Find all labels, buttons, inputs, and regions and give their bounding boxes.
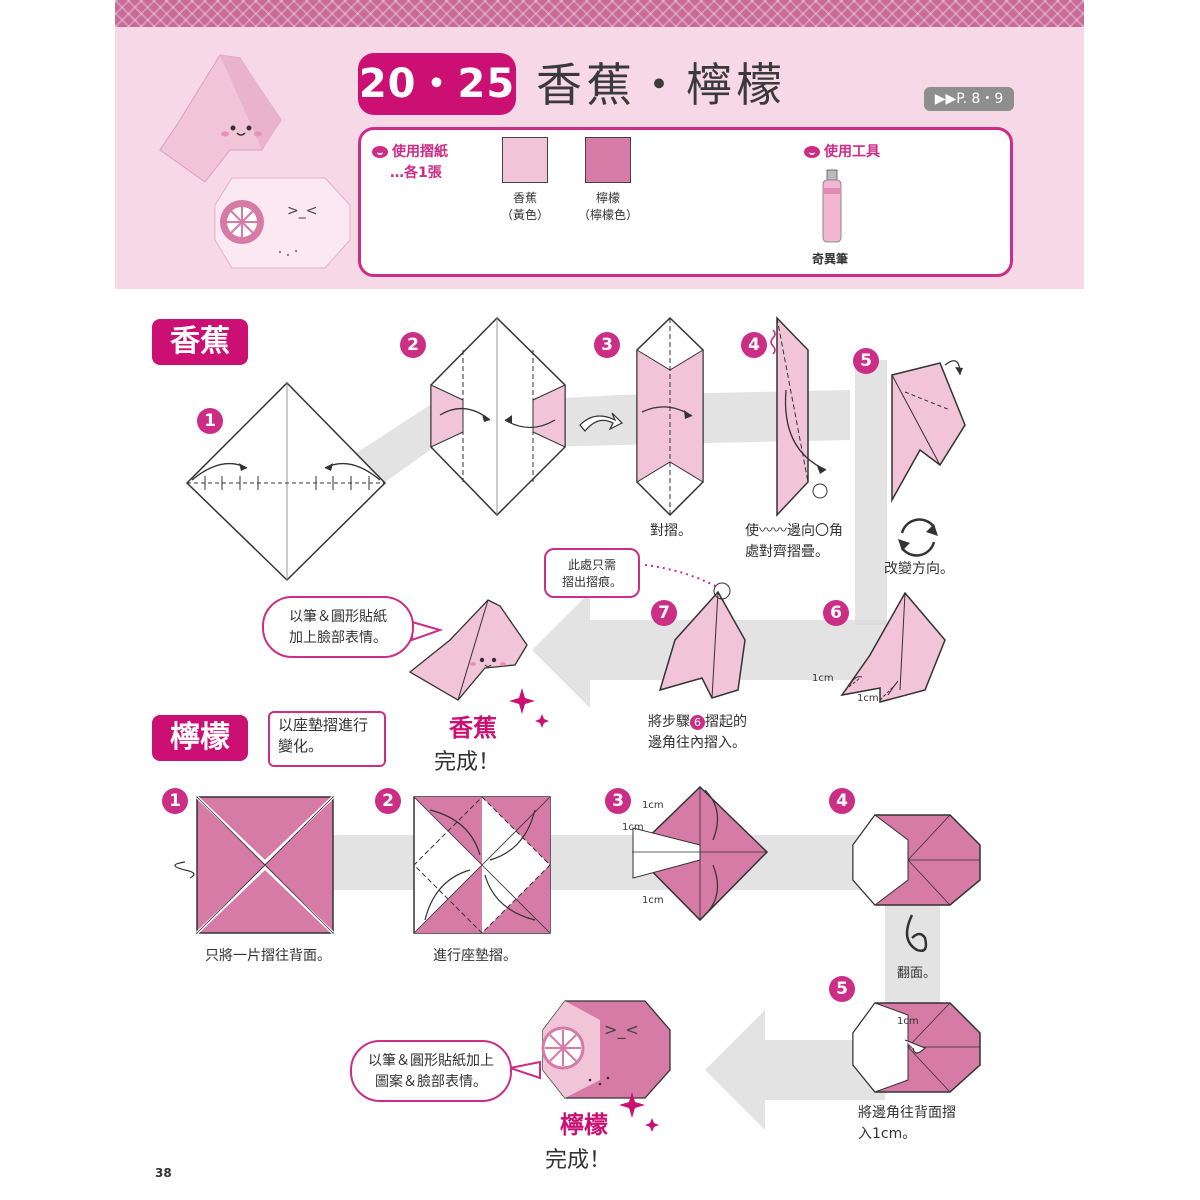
lemon-step4-diagram [852, 814, 981, 906]
lemon-step-2: 2 [375, 788, 401, 814]
chapter-number-badge: 20・25 [358, 53, 516, 115]
lemon-measure-3c: 1cm [642, 895, 664, 906]
sparkle-icon [619, 1092, 659, 1132]
banana-step5-caption: 改變方向。 [884, 561, 954, 577]
banana-step4-diagram [770, 316, 828, 517]
lemon-finished-illustration [541, 1000, 671, 1099]
tools-label: 使用工具 [804, 141, 880, 161]
page-reference-tag: ▶▶P. 8・9 [924, 87, 1014, 111]
lemon-step-5: 5 [829, 976, 855, 1002]
banana-step3-diagram [636, 316, 704, 517]
lemon-step1-caption: 只將一片摺往背面。 [205, 948, 331, 964]
face-dot-icon [804, 146, 820, 158]
banana-step3-caption: 對摺。 [650, 523, 692, 539]
lemon-instruction-bubble: 以筆＆圓形貼紙加上圖案＆臉部表情。 [350, 1040, 512, 1102]
step-ref-badge: 6 [690, 714, 705, 730]
chapter-title: 香蕉・檸檬 [536, 58, 786, 112]
banana-step-5: 5 [853, 348, 879, 374]
lemon-measure-3a: 1cm [642, 800, 664, 811]
lemon-step-1: 1 [162, 788, 188, 814]
sparkle-icon [509, 688, 549, 728]
banana-step5-diagram [891, 360, 966, 503]
banana-instruction-bubble: 以筆＆圓形貼紙加上臉部表情。 [262, 596, 414, 658]
banana-turn-arrow-icon [579, 412, 624, 432]
paper-swatch-banana [502, 137, 548, 183]
header-pattern-band [115, 0, 1084, 27]
banana-finished-illustration [408, 599, 528, 701]
note-dotted-leader [644, 564, 718, 588]
lemon-step2-diagram [413, 796, 551, 934]
banana-note-box: 此處只需摺出摺痕。 [544, 548, 640, 598]
banana-step4-caption: 使〰〰邊向〇角處對齊摺疊。 [745, 523, 843, 560]
lemon-done-subtitle: 完成！ [545, 1148, 612, 1173]
rotate-icon [900, 518, 936, 557]
lemon-step2-caption: 進行座墊摺。 [433, 948, 517, 964]
tool-name: 奇異筆 [812, 252, 849, 266]
lemon-measure-5: 1cm [897, 1016, 919, 1027]
face-dot-icon [372, 146, 388, 158]
lemon-measure-3b: 1cm [622, 822, 644, 833]
banana-step-7: 7 [651, 600, 677, 626]
banana-step2-diagram [430, 316, 566, 517]
paper-swatch-lemon [585, 137, 631, 183]
lemon-step-4: 4 [829, 788, 855, 814]
banana-step6-diagram [840, 591, 946, 703]
lemon-step-3: 3 [605, 788, 631, 814]
banana-measure-a: 1cm [812, 673, 834, 684]
banana-done-subtitle: 完成！ [434, 750, 501, 775]
lemon-section-title: 檸檬 [152, 715, 248, 761]
page-number: 38 [155, 1166, 172, 1180]
banana-done-title: 香蕉 [449, 714, 497, 742]
banana-step7-diagram [658, 582, 746, 699]
lemon-variation-note: 以座墊摺進行變化。 [268, 711, 386, 767]
banana-step-1: 1 [197, 408, 223, 434]
banana-step-6: 6 [823, 600, 849, 626]
materials-box [358, 127, 1013, 277]
flip-icon [905, 914, 928, 952]
banana-step-3: 3 [594, 332, 620, 358]
lemon-step5-caption: 將邊角往背面摺入1cm。 [858, 1105, 956, 1142]
paper-count: …各1張 [390, 165, 442, 181]
lemon-step4-caption: 翻面。 [897, 966, 937, 981]
banana-measure-b: 1cm [857, 693, 879, 704]
banana-step-4: 4 [741, 332, 767, 358]
banana-section-title: 香蕉 [152, 319, 248, 365]
lemon-done-title: 檸檬 [560, 1111, 608, 1139]
paper-label: 使用摺紙 [372, 141, 448, 161]
banana-step-2: 2 [400, 332, 426, 358]
lemon-step1-diagram [174, 795, 335, 935]
paper-name-lemon: 檸檬（檸檬色） [577, 191, 638, 222]
paper-name-banana: 香蕉（黃色） [500, 191, 549, 222]
lemon-face-text: >_< [604, 1020, 639, 1039]
